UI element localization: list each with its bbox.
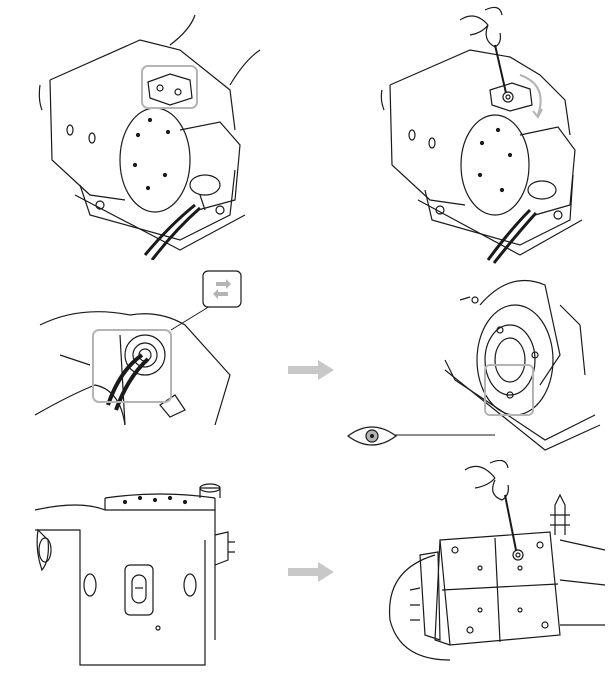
motor-assembly-overview: [30, 10, 280, 260]
next-step-arrow: [288, 359, 336, 386]
eye-icon: [346, 424, 398, 448]
cable-connector-detail: [30, 265, 260, 445]
gearbox-front-view: [30, 480, 250, 670]
next-step-arrow: [288, 561, 336, 588]
motor-assembly-screwdriver: [370, 5, 610, 265]
rotate-arrows-icon: [202, 270, 242, 308]
flange-inspection-view: [345, 265, 605, 455]
gearbox-screw-removal: [380, 460, 610, 675]
